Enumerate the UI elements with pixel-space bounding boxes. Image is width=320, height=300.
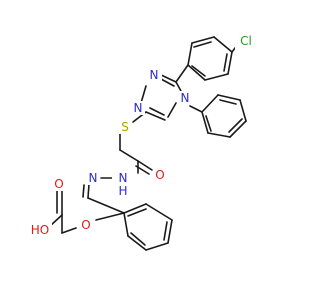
bond	[140, 85, 147, 104]
bond	[149, 107, 165, 116]
bond	[187, 42, 193, 66]
bond	[130, 232, 146, 246]
bond	[228, 118, 243, 133]
triazole-n4-atom-label: N	[181, 91, 190, 105]
bond	[227, 51, 233, 75]
bond	[167, 219, 173, 244]
bond	[95, 212, 125, 221]
bond	[175, 64, 189, 83]
bond	[87, 183, 90, 199]
bond	[201, 111, 209, 134]
bond	[223, 53, 228, 72]
bond	[163, 221, 168, 241]
hydrazide-h-atom-label: H	[118, 184, 127, 198]
bond	[145, 111, 166, 121]
chlorine-atom-label: Cl	[240, 34, 252, 48]
acid-carbonyl-oxygen-atom-label: O	[54, 177, 63, 191]
bond	[145, 203, 173, 221]
bond	[82, 184, 85, 198]
triazole-n2-atom-label: N	[134, 101, 143, 115]
amide-oxygen-atom-label: O	[155, 168, 164, 182]
thioether-s-atom-label: S	[121, 120, 129, 134]
molecule-structure-diagram: Cl N N N S O N H N O O HO	[28, 34, 257, 251]
bond	[123, 212, 129, 237]
bond	[137, 160, 153, 171]
triazole-n1-atom-label: N	[150, 68, 159, 82]
bond	[191, 65, 206, 77]
bond	[187, 64, 206, 81]
atom-label-layer: Cl N N N S O N H N O O HO	[28, 34, 257, 237]
bond	[61, 227, 77, 234]
bond	[193, 41, 212, 48]
bond	[207, 132, 231, 138]
bond	[145, 242, 169, 251]
bond	[239, 99, 247, 122]
acid-hydroxyl-atom-label: HO	[31, 223, 49, 237]
structure-drawing: Cl N N N S O N H N O O HO	[28, 34, 257, 251]
bond	[213, 36, 233, 53]
bond	[167, 102, 177, 118]
bond	[123, 203, 147, 214]
bond	[217, 94, 241, 101]
bond	[204, 73, 229, 81]
hydrazone-n-atom-label: N	[89, 171, 98, 185]
bond	[229, 120, 247, 138]
bond	[219, 99, 237, 105]
bond	[175, 81, 182, 92]
bond	[87, 197, 125, 214]
bond	[205, 115, 212, 132]
bond	[119, 149, 139, 162]
bond	[191, 36, 215, 44]
bond	[160, 78, 175, 87]
bond	[127, 235, 147, 251]
bond	[127, 208, 147, 217]
hydrazide-n-atom-label: N	[119, 171, 128, 185]
bond	[189, 105, 203, 113]
bond	[201, 94, 219, 113]
bond-layer	[49, 36, 247, 251]
ether-oxygen-atom-label: O	[81, 218, 90, 232]
